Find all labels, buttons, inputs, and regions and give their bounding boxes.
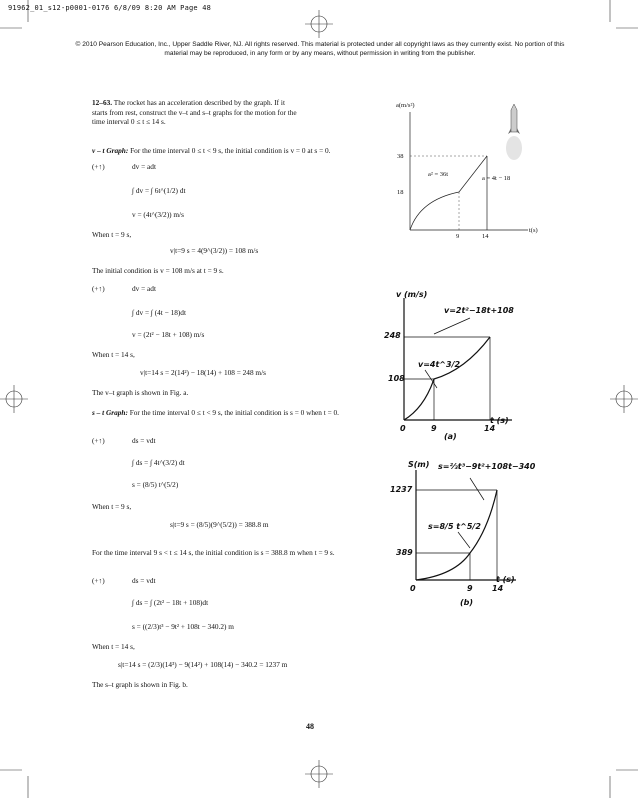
vt-intro: For the time interval 0 ≤ t < 9 s, the i… xyxy=(130,146,331,155)
st-eq1: ds = vdt xyxy=(132,436,156,445)
st-xtick-9: 9 xyxy=(467,584,473,593)
st-intro-line: s – t Graph: For the time interval 0 ≤ t… xyxy=(92,408,382,418)
vt-caption: (a) xyxy=(444,432,457,441)
st-when1: When t = 9 s, xyxy=(92,502,132,511)
st-shown: The s–t graph is shown in Fig. b. xyxy=(92,680,188,689)
vt-eq-upper: v=2t²−18t+108 xyxy=(444,306,514,315)
problem-text: The rocket has an acceleration described… xyxy=(92,98,297,126)
vt-cond2: The initial condition is v = 108 m/s at … xyxy=(92,266,224,275)
st-ytick-1237: 1237 xyxy=(390,485,413,494)
st-eq-upper: s=⅔t³−9t²+108t−340 xyxy=(438,462,536,471)
vt-xtick-14: 14 xyxy=(484,424,496,433)
vt-eq1: dv = adt xyxy=(132,162,156,171)
accel-curve2-label: a = 4t − 18 xyxy=(482,175,511,182)
vt-ylabel: v (m/s) xyxy=(396,290,428,299)
vt-eval2: v|t=14 s = 2(14²) − 18(14) + 108 = 248 m… xyxy=(140,368,266,377)
accel-xtick-9: 9 xyxy=(456,233,460,240)
vt-sign: (+↑) xyxy=(92,162,105,171)
vt-eq3: v = (4t^(3/2)) m/s xyxy=(132,210,184,219)
st-xtick-0: 0 xyxy=(410,584,416,593)
st-eq4: ds = vdt xyxy=(132,576,156,585)
page-number: 48 xyxy=(306,722,314,731)
st-sign2: (+↑) xyxy=(92,576,105,585)
st-eq3: s = (8/5) t^(5/2) xyxy=(132,480,179,489)
vt-sign2: (+↑) xyxy=(92,284,105,293)
vt-shown: The v–t graph is shown in Fig. a. xyxy=(92,388,189,397)
accel-xlabel: t(s) xyxy=(529,227,538,234)
accel-ytick-18: 18 xyxy=(397,189,404,196)
vt-eval1: v|t=9 s = 4(9^(3/2)) = 108 m/s xyxy=(170,246,259,255)
st-cond2: For the time interval 9 s < t ≤ 14 s, th… xyxy=(92,548,335,557)
st-xlabel: t (s) xyxy=(496,575,515,584)
accel-xtick-14: 14 xyxy=(482,233,489,240)
st-eval2: s|t=14 s = (2/3)(14³) − 9(14²) + 108(14)… xyxy=(118,660,288,669)
st-heading: s – t Graph: xyxy=(92,408,128,417)
st-xtick-14: 14 xyxy=(492,584,504,593)
problem-number: 12–63. xyxy=(92,98,113,107)
vt-xlabel: t (s) xyxy=(490,416,509,425)
vt-eq-lower: v=4t^3/2 xyxy=(418,360,461,369)
vt-when1: When t = 9 s, xyxy=(92,230,132,239)
st-eq2: ∫ ds = ∫ 4t^(3/2) dt xyxy=(132,458,185,467)
st-eq-lower: s=8/5 t^5/2 xyxy=(428,522,481,531)
accel-ylabel: a(m/s²) xyxy=(396,102,415,109)
st-ylabel: S(m) xyxy=(408,460,430,469)
copyright-notice: © 2010 Pearson Education, Inc., Upper Sa… xyxy=(75,41,565,57)
vt-xtick-0: 0 xyxy=(400,424,406,433)
st-when2: When t = 14 s, xyxy=(92,642,135,651)
print-slug: 91962_01_s12-p0001-0176 6/8/09 8:20 AM P… xyxy=(8,4,212,12)
st-eval1: s|t=9 s = (8/5)(9^(5/2)) = 388.8 m xyxy=(170,520,269,529)
st-intro: For the time interval 0 ≤ t < 9 s, the i… xyxy=(129,408,340,417)
vt-xtick-9: 9 xyxy=(431,424,437,433)
vt-when2: When t = 14 s, xyxy=(92,350,135,359)
vt-eq4: dv = adt xyxy=(132,284,156,293)
vt-intro-line: v – t Graph: For the time interval 0 ≤ t… xyxy=(92,146,392,156)
vt-heading: v – t Graph: xyxy=(92,146,129,155)
vt-eq6: v = (2t² − 18t + 108) m/s xyxy=(132,330,205,339)
rocket-icon xyxy=(506,103,522,160)
vt-ytick-108: 108 xyxy=(388,374,405,383)
vt-eq2: ∫ dv = ∫ 6t^(1/2) dt xyxy=(132,186,186,195)
st-ytick-389: 389 xyxy=(396,548,413,557)
st-sign: (+↑) xyxy=(92,436,105,445)
vt-eq5: ∫ dv = ∫ (4t − 18)dt xyxy=(132,308,186,317)
st-caption: (b) xyxy=(460,598,474,607)
st-eq5: ∫ ds = ∫ (2t² − 18t + 108)dt xyxy=(132,598,209,607)
accel-curve1-label: a² = 36t xyxy=(428,171,449,178)
vt-ytick-248: 248 xyxy=(384,331,401,340)
problem-statement: 12–63. The rocket has an acceleration de… xyxy=(92,98,302,127)
accel-ytick-38: 38 xyxy=(397,153,404,160)
st-eq6: s = ((2/3)t³ − 9t² + 108t − 340.2) m xyxy=(132,622,234,631)
